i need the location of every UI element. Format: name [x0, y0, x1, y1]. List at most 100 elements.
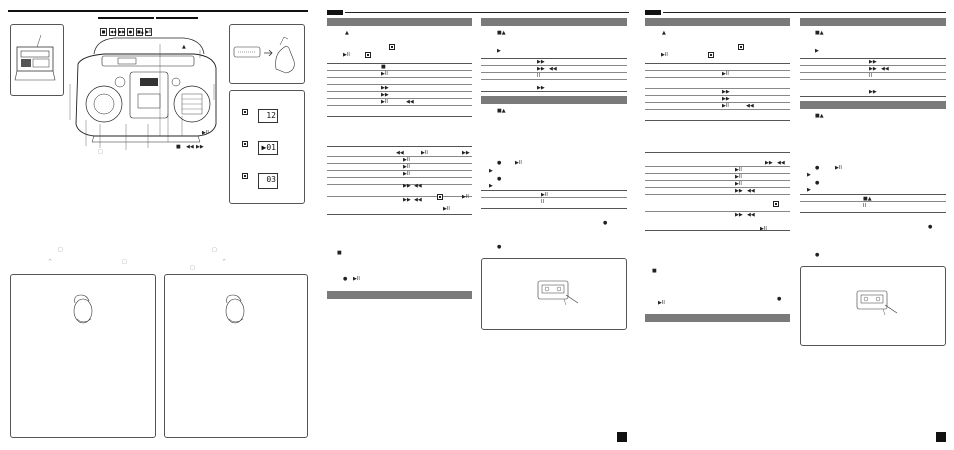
col3-ref-square-1: [738, 44, 744, 50]
page2-number-block: [617, 432, 627, 442]
col4-t2-stopeject: ■▲: [863, 196, 872, 202]
col1-t1-next-2: ▶▶: [381, 92, 389, 98]
col1-ref-square-1: [389, 44, 395, 50]
lcd-b-prefix: ▶: [261, 143, 267, 152]
col4-t1-pause: II: [869, 73, 872, 79]
col2-t1-next-3: ▶▶: [537, 85, 545, 91]
col2-t1-prev: ◀◀: [549, 66, 557, 72]
cd-compartment-illustration: [14, 34, 56, 81]
col4-t1-next-3: ▶▶: [869, 89, 877, 95]
col3-t2-prev-2: ◀◀: [747, 188, 755, 194]
mark-7: □: [98, 149, 103, 155]
page3-header-rule: [663, 12, 946, 13]
col1-record-glyph: ●: [343, 276, 348, 282]
page-top-rule: [8, 10, 308, 12]
col2-record-glyph-2: ●: [497, 176, 502, 182]
col4-table1-row1: [800, 65, 946, 66]
hand-cleaning-illustration-right: [225, 294, 245, 324]
col3-t2-prev-3: ◀◀: [747, 212, 755, 218]
col3-table1-row1: [645, 70, 790, 71]
col1-table1-row4: [327, 91, 472, 92]
col2-table2-bottom: [481, 208, 627, 209]
col1-section-bar-2: [327, 291, 472, 299]
step-marker-a: [242, 109, 248, 115]
mark-4: □: [212, 247, 217, 253]
col1-table1-row6: [327, 105, 472, 106]
col1-playpause-glyph-2: ▶II: [353, 276, 360, 282]
col3-table1-row5: [645, 102, 790, 103]
col2-table1-row1: [481, 65, 627, 66]
col4-table1-bottom: [800, 96, 946, 97]
col1-table2-top: [327, 146, 472, 147]
lcd-c-value: 03: [266, 175, 276, 184]
col1-eject-glyph: ▲: [345, 30, 349, 36]
col3-t1-play: ▶II: [722, 71, 729, 77]
col3-section-bar-2: [645, 314, 790, 322]
col1-t2-next-3: ▶▶: [403, 197, 411, 203]
cleaning-box-right: [164, 274, 308, 438]
callout-eject-glyph: ▲: [182, 44, 186, 50]
col3-t1-play-2: ▶II: [722, 103, 729, 109]
col4-stopeject-glyph-2: ■▲: [815, 113, 824, 119]
col2-section-bar-1: [481, 18, 627, 26]
col4-table1-row3: [800, 79, 946, 80]
col2-play-glyph-3: ▶: [489, 183, 493, 189]
col4-figure-box: [800, 266, 946, 346]
mark-5: ^: [222, 259, 227, 265]
tape-key-eject-glyph: ■▲: [137, 29, 144, 34]
col1-table2-row5: [327, 184, 472, 185]
step-marker-b: [242, 141, 248, 147]
col2-bullet-2: ●: [497, 244, 502, 250]
col3-table1-row4: [645, 95, 790, 96]
col4-table2-top: [800, 194, 946, 195]
tape-key-rec: ●: [127, 28, 134, 36]
boombox-illustration: [69, 37, 217, 150]
col3-table1-bottom: [645, 120, 790, 121]
col4-section-bar-2: [800, 101, 946, 109]
col4-section-bar-1: [800, 18, 946, 26]
col3-table1-row3: [645, 88, 790, 89]
col3-table2-row2: [645, 173, 790, 174]
col4-play-glyph-3: ▶: [807, 187, 811, 193]
col2-stopeject-glyph-2: ■▲: [497, 108, 506, 114]
col2-record-glyph: ●: [497, 160, 502, 166]
col3-t2-next-3: ▶▶: [735, 212, 743, 218]
col1-t2-prev-3: ◀◀: [414, 197, 422, 203]
tape-key-rew: ◀◀: [109, 28, 116, 36]
col4-table1-row2: [800, 72, 946, 73]
col3-t2-next-2: ▶▶: [735, 188, 743, 194]
col3-record-glyph: ●: [777, 296, 782, 302]
col1-t2-play-6: ▶II: [443, 206, 450, 212]
col2-table2-row1: [481, 197, 627, 198]
hand-press-illustration: [233, 36, 295, 74]
col1-t2-next-2: ▶▶: [403, 183, 411, 189]
col1-t1-play-2: ▶II: [381, 99, 388, 105]
col3-table2-row5: [645, 194, 790, 195]
mark-6: □: [190, 265, 195, 271]
lcd-a-value: 12: [266, 111, 276, 120]
col2-play-glyph-2: ▶: [489, 168, 493, 174]
col2-t1-next-2: ▶▶: [537, 66, 545, 72]
col2-t2-play: ▶II: [541, 192, 548, 198]
col3-table1-top: [645, 63, 790, 64]
col3-t1-next: ▶▶: [722, 89, 730, 95]
col1-t2-play-3: ▶II: [403, 164, 410, 170]
col3-t1-prev: ◀◀: [746, 103, 754, 109]
label-strip-1: [98, 17, 154, 19]
col3-t2-play: ▶II: [735, 167, 742, 173]
col3-table2-row6: [645, 211, 790, 212]
tape-key-rew-glyph: ◀◀: [110, 29, 117, 34]
page3-header-tag: [645, 10, 661, 15]
col3-table2-row4: [645, 187, 790, 188]
col4-stopeject-glyph: ■▲: [815, 30, 824, 36]
col1-table2-bottom: [327, 214, 472, 215]
col2-playpause-glyph: ▶II: [515, 160, 522, 166]
col2-stopeject-glyph: ■▲: [497, 30, 506, 36]
col1-t2-play-2: ▶II: [403, 157, 410, 163]
tape-key-eject: ■▲: [136, 28, 144, 36]
col3-table2-row3: [645, 180, 790, 181]
col2-table1-top: [481, 58, 627, 59]
col2-table1-row2: [481, 72, 627, 73]
col2-t1-next: ▶▶: [537, 59, 545, 65]
col3-playpause-glyph: ▶II: [661, 52, 668, 58]
